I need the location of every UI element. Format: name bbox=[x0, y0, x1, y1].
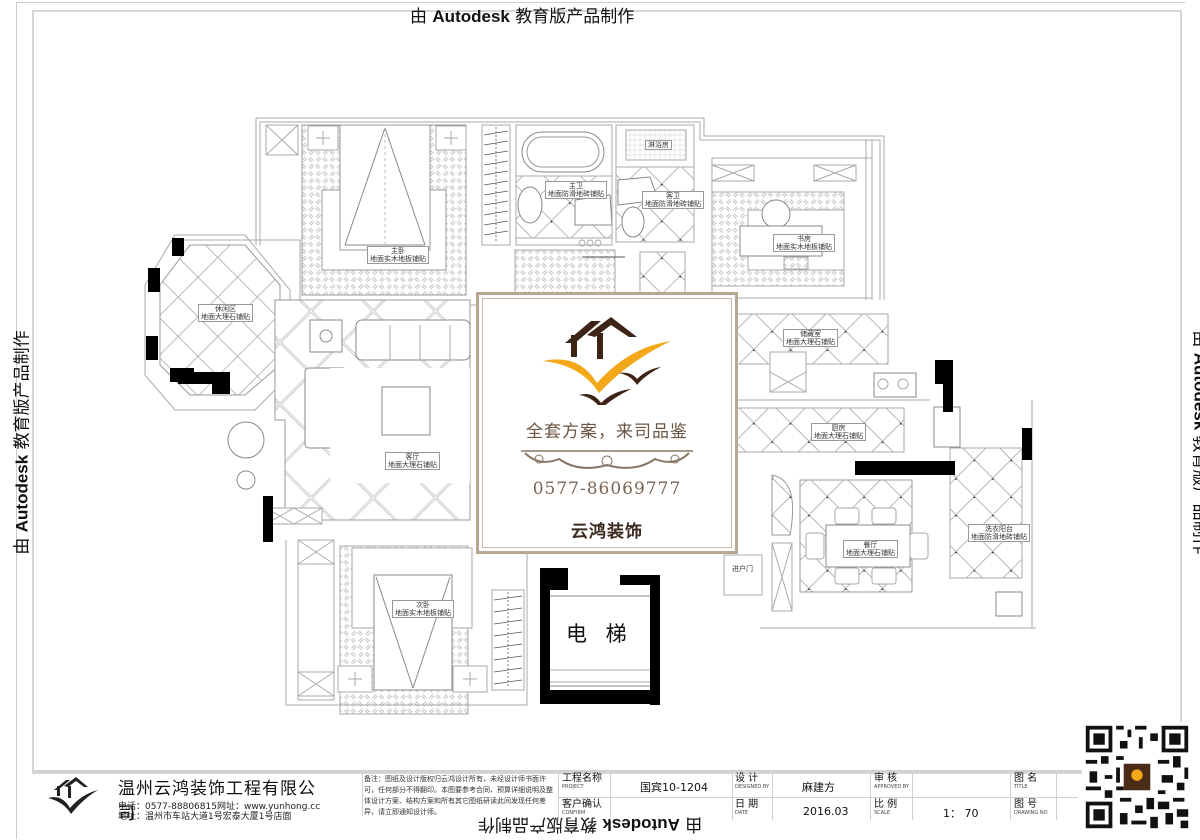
room-label-guest-bath: 客卫地面防滑地砖铺贴 bbox=[642, 191, 704, 209]
advertisement-panel: 全套方案，来司品鉴 0577-86069777 云鸿装饰 bbox=[476, 292, 738, 554]
room-label-shower: 淋浴房 bbox=[645, 140, 672, 150]
divider bbox=[610, 772, 611, 820]
room-label-living-room: 客厅地面大理石铺贴 bbox=[385, 452, 440, 470]
room-note: 地面大理石铺贴 bbox=[814, 432, 863, 440]
room-note: 地面大理石铺贴 bbox=[388, 461, 437, 469]
watermark-brand: Autodesk bbox=[432, 7, 510, 26]
label-en: PROJECT bbox=[562, 784, 584, 790]
room-note: 地面防滑地砖铺贴 bbox=[971, 533, 1027, 541]
room-name: 储藏室 bbox=[800, 330, 821, 338]
ornament-divider-icon bbox=[521, 450, 693, 469]
room-label-kitchen: 厨房地面大理石铺贴 bbox=[811, 423, 866, 441]
company-phone-line: 电话：0577-88806815网址：www.yunhong.cc bbox=[118, 802, 321, 812]
label-en: DRAWING NO bbox=[1014, 810, 1048, 816]
ad-slogan: 全套方案，来司品鉴 bbox=[526, 422, 688, 442]
divider bbox=[870, 772, 871, 820]
ad-brand: 云鸿装饰 bbox=[571, 522, 643, 542]
room-note: 地面实木地板铺贴 bbox=[370, 255, 426, 263]
label-en: SCALE bbox=[874, 810, 891, 816]
room-label-master-bath: 主卫地面防滑地砖铺贴 bbox=[545, 181, 607, 199]
room-name: 休闲区 bbox=[215, 305, 236, 313]
company-name: 温州云鸿装饰工程有限公司 bbox=[118, 779, 316, 824]
room-label-laundry-balcony: 洗衣阳台地面防滑地砖铺贴 bbox=[968, 524, 1030, 542]
divider bbox=[732, 772, 733, 820]
room-label-second-bedroom: 次卧地面实木地板铺贴 bbox=[392, 600, 454, 618]
room-note: 地面防滑地砖铺贴 bbox=[645, 200, 701, 208]
watermark-top: 由 Autodesk 教育版产品制作 bbox=[410, 2, 634, 27]
value-designed-by: 麻建方 bbox=[802, 781, 835, 794]
label-en: DESIGNED BY bbox=[735, 784, 770, 790]
room-name: 淋浴房 bbox=[648, 141, 669, 149]
copyright-note: 备注：图纸及设计版权归云鸿设计所有，未经设计师书面许可，任何部分不得翻印。本图要… bbox=[364, 775, 553, 816]
room-label-pantry: 储藏室地面大理石铺贴 bbox=[783, 329, 838, 347]
room-note: 地面实木地板铺贴 bbox=[395, 609, 451, 617]
room-name: 书房 bbox=[797, 235, 811, 243]
divider bbox=[558, 797, 1078, 798]
room-name: 主卧 bbox=[391, 247, 405, 255]
room-name: 餐厅 bbox=[863, 541, 878, 549]
label-zh: 工程名称 bbox=[562, 773, 602, 784]
label-en: CONFIRM bbox=[562, 810, 586, 816]
label-zh: 客户确认 bbox=[562, 799, 602, 810]
title-block bbox=[32, 770, 1178, 822]
label-zh: 日 期 bbox=[735, 799, 759, 810]
label-zh: 设 计 bbox=[735, 773, 759, 784]
divider bbox=[362, 772, 363, 816]
room-label-master-bedroom: 主卧地面实木地板铺贴 bbox=[367, 246, 429, 264]
company-logo-icon bbox=[543, 317, 671, 405]
label-zh: 比 例 bbox=[874, 799, 898, 810]
room-name: 客厅 bbox=[405, 453, 420, 461]
label-en: APPROVED BY bbox=[874, 784, 910, 790]
value-project: 国宾10-1204 bbox=[640, 781, 708, 794]
divider bbox=[912, 772, 913, 820]
room-label-entry-door: 进户门 bbox=[730, 565, 755, 573]
drawing-inner-frame bbox=[32, 10, 1182, 774]
room-label-leisure-area: 休闲区地面大理石铺贴 bbox=[198, 304, 253, 322]
watermark-suffix: 教育版产品制作 bbox=[509, 7, 635, 27]
divider bbox=[558, 772, 559, 820]
room-note: 地面大理石铺贴 bbox=[201, 313, 250, 321]
room-label-study: 书房地面实木地板铺贴 bbox=[773, 234, 835, 252]
room-note: 地面实木地板铺贴 bbox=[776, 243, 832, 251]
room-note: 地面大理石铺贴 bbox=[786, 338, 835, 346]
divider bbox=[1056, 772, 1057, 820]
divider bbox=[772, 772, 773, 820]
value-scale: 1： 70 bbox=[943, 807, 979, 820]
room-name: 厨房 bbox=[831, 424, 846, 432]
divider bbox=[1010, 772, 1011, 820]
company-logo-icon bbox=[48, 777, 98, 814]
drawing-outer-frame bbox=[16, 2, 1185, 839]
label-zh: 图 名 bbox=[1014, 773, 1038, 784]
room-name: 次卧 bbox=[416, 601, 430, 609]
ad-phone: 0577-86069777 bbox=[532, 479, 682, 499]
label-en: TITLE bbox=[1014, 784, 1028, 790]
room-name: 客卫 bbox=[666, 192, 680, 200]
room-name: 洗衣阳台 bbox=[985, 525, 1013, 533]
room-name: 主卫 bbox=[569, 182, 583, 190]
room-note: 地面防滑地砖铺贴 bbox=[548, 190, 604, 198]
label-zh: 审 核 bbox=[874, 773, 898, 784]
label-en: DATE bbox=[735, 810, 749, 816]
value-date: 2016.03 bbox=[803, 805, 849, 818]
watermark-prefix: 由 bbox=[410, 7, 433, 27]
qr-code-icon[interactable] bbox=[1082, 722, 1192, 832]
room-label-dining-room: 餐厅地面大理石铺贴 bbox=[843, 540, 898, 558]
room-note: 地面大理石铺贴 bbox=[846, 549, 895, 557]
company-address-line: 地址：温州市车站大道1号宏泰大厦1号店面 bbox=[118, 812, 292, 822]
elevator-label: 电 梯 bbox=[566, 622, 633, 646]
room-name: 进户门 bbox=[732, 565, 753, 573]
company-info: 温州云鸿装饰工程有限公司 电话：0577-88806815网址：www.yunh… bbox=[38, 772, 328, 824]
label-zh: 图 号 bbox=[1014, 799, 1038, 810]
